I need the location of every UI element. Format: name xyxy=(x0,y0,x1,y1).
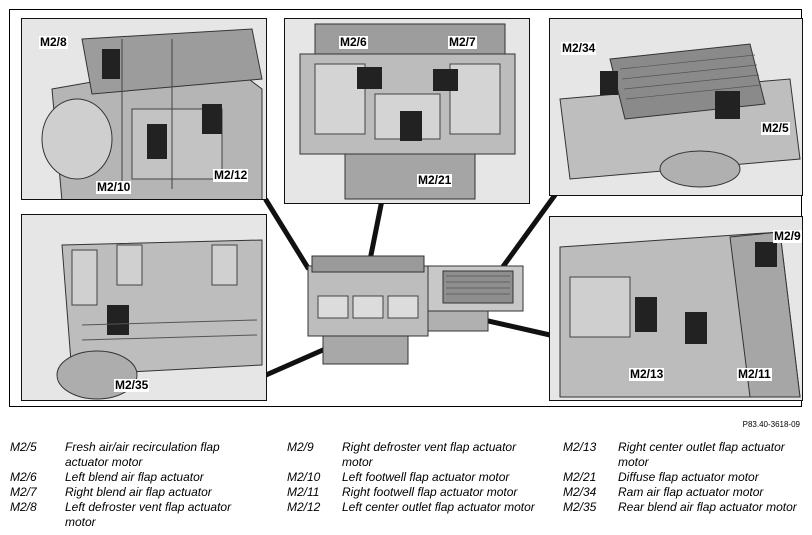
ram-air-box-drawing xyxy=(550,19,802,195)
reference-code: P83.40-3618-09 xyxy=(742,420,800,429)
legend-code: M2/34 xyxy=(563,485,597,499)
legend-desc: Left defroster vent flap actuator motor xyxy=(65,500,232,529)
callout-label: M2/12 xyxy=(213,168,249,182)
legend-item: M2/34 Ram air flap actuator motor xyxy=(563,485,812,500)
legend-item: M2/11 Right footwell flap actuator motor xyxy=(287,485,542,500)
callout-label: M2/8 xyxy=(39,35,68,49)
callout-label: M2/21 xyxy=(417,173,453,187)
legend-code: M2/10 xyxy=(287,470,321,484)
legend-desc: Left blend air flap actuator xyxy=(65,470,204,484)
legend-item: M2/21 Diffuse flap actuator motor xyxy=(563,470,812,485)
legend-desc: Rear blend air flap actuator motor xyxy=(618,500,797,514)
legend-item: M2/6 Left blend air flap actuator xyxy=(10,470,265,485)
legend-item: M2/5 Fresh air/air recirculation flap act… xyxy=(10,440,265,470)
legend-column: M2/5 Fresh air/air recirculation flap act… xyxy=(10,440,265,530)
legend-item: M2/10 Left footwell flap actuator motor xyxy=(287,470,542,485)
hvac-front-view-drawing xyxy=(285,19,529,203)
legend-item: M2/8 Left defroster vent flap actuator mo… xyxy=(10,500,265,530)
legend-item: M2/35 Rear blend air flap actuator motor xyxy=(563,500,812,515)
legend-desc: Left footwell flap actuator motor xyxy=(342,470,510,484)
legend-code: M2/8 xyxy=(10,500,37,514)
callout-label: M2/34 xyxy=(561,41,597,55)
panel-top-left: M2/8 M2/10 M2/12 xyxy=(21,18,267,200)
legend-desc: Fresh air/air recirculation flap actuato… xyxy=(65,440,220,469)
legend-item: M2/7 Right blend air flap actuator xyxy=(10,485,265,500)
legend-code: M2/11 xyxy=(287,485,320,499)
legend-code: M2/9 xyxy=(287,440,314,454)
legend-desc: Right center outlet flap actuator motor xyxy=(618,440,785,469)
legend-code: M2/6 xyxy=(10,470,37,484)
callout-label: M2/9 xyxy=(773,229,802,243)
legend-code: M2/21 xyxy=(563,470,597,484)
legend-code: M2/13 xyxy=(563,440,597,454)
legend-item: M2/9 Right defroster vent flap actuator m… xyxy=(287,440,542,470)
callout-label: M2/5 xyxy=(761,121,790,135)
legend-desc: Right blend air flap actuator xyxy=(65,485,212,499)
legend-desc: Left center outlet flap actuator motor xyxy=(342,500,535,514)
center-hvac-unit xyxy=(307,255,524,365)
legend-code: M2/12 xyxy=(287,500,321,514)
diagram-frame: M2/8 M2/10 M2/12 M2/6 M2/7 M2/21 xyxy=(9,9,803,407)
legend-item: M2/12 Left center outlet flap actuator mo… xyxy=(287,500,542,515)
callout-label: M2/35 xyxy=(114,378,150,392)
legend-column: M2/9 Right defroster vent flap actuator m… xyxy=(287,440,542,515)
callout-label: M2/7 xyxy=(448,35,477,49)
legend-desc: Diffuse flap actuator motor xyxy=(618,470,759,484)
hvac-rear-view-drawing xyxy=(22,215,266,400)
legend-item: M2/13 Right center outlet flap actuator m… xyxy=(563,440,812,470)
callout-label: M2/11 xyxy=(737,367,772,381)
legend-code: M2/5 xyxy=(10,440,37,454)
legend-desc: Right defroster vent flap actuator motor xyxy=(342,440,517,469)
callout-label: M2/13 xyxy=(629,367,665,381)
legend-desc: Ram air flap actuator motor xyxy=(618,485,764,499)
panel-mid-right: M2/9 M2/13 M2/11 xyxy=(549,216,803,401)
panel-mid-left: M2/35 xyxy=(21,214,267,401)
legend-desc: Right footwell flap actuator motor xyxy=(342,485,518,499)
legend-code: M2/35 xyxy=(563,500,597,514)
callout-label: M2/6 xyxy=(339,35,368,49)
legend-column: M2/13 Right center outlet flap actuator m… xyxy=(563,440,812,515)
connector-lines xyxy=(263,192,558,378)
legend-code: M2/7 xyxy=(10,485,37,499)
panel-top-right: M2/34 M2/5 xyxy=(549,18,803,196)
callout-label: M2/10 xyxy=(96,180,132,194)
panel-top-center: M2/6 M2/7 M2/21 xyxy=(284,18,530,204)
